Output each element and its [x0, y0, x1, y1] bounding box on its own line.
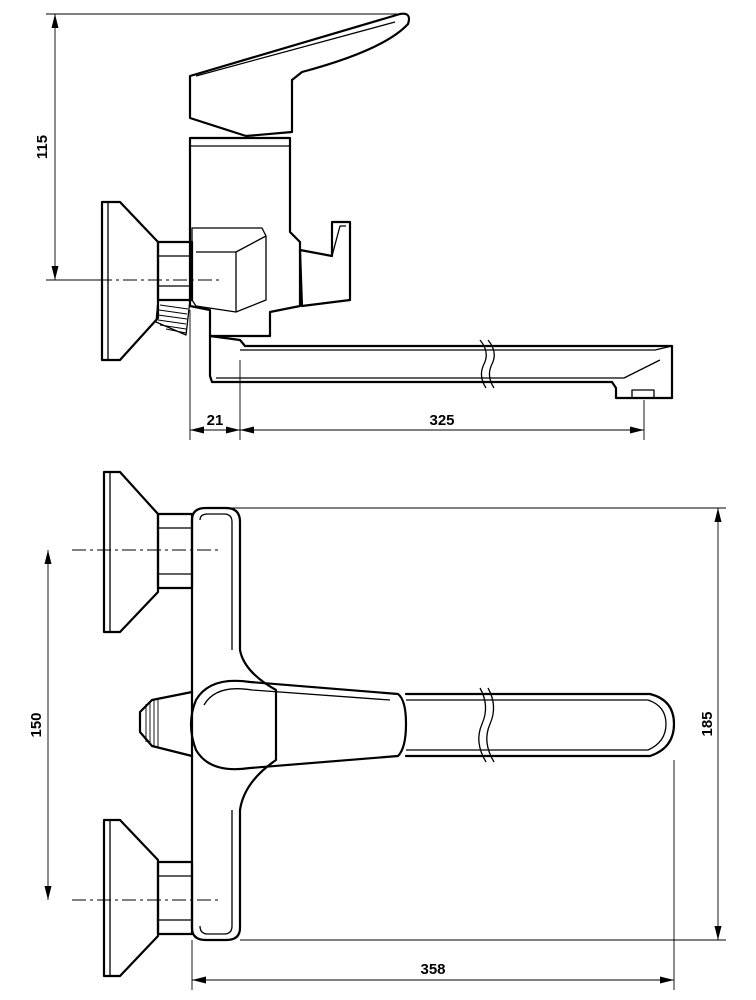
lower-hex-nut: [156, 860, 194, 936]
mixer-body-top: [190, 506, 278, 942]
lower-wall-flange: [102, 818, 160, 978]
dimension-150-label: 150: [28, 712, 45, 737]
spout-top: [404, 692, 676, 758]
dimension-185-label: 185: [699, 711, 716, 736]
body-side-block: [191, 227, 267, 313]
side-view: 115: [34, 12, 674, 440]
dimension-325-label: 325: [429, 412, 454, 429]
hex-nut: [156, 240, 194, 302]
spout-side: [208, 334, 674, 400]
aerator: [631, 389, 655, 399]
dimension-115-label: 115: [34, 135, 51, 159]
dimension-185: 185: [232, 507, 726, 941]
threaded-connector: [155, 299, 191, 336]
handle-top: [189, 679, 408, 771]
dimension-150: 150: [28, 550, 52, 900]
dimension-21-label: 21: [207, 412, 224, 429]
dimension-21-325: 21 325: [189, 310, 645, 440]
upper-wall-flange: [102, 470, 160, 634]
upper-hex-nut: [156, 512, 194, 590]
dimension-115: 115: [34, 13, 400, 281]
dimension-358-label: 358: [420, 961, 445, 978]
diverter-side: [138, 690, 194, 758]
dimension-358: 358: [191, 760, 675, 990]
mixer-body-column: [188, 136, 302, 338]
top-view: 150: [28, 470, 726, 990]
wall-flange: [100, 200, 160, 362]
diverter-knob: [298, 220, 352, 308]
side-lever-handle: [188, 12, 411, 138]
